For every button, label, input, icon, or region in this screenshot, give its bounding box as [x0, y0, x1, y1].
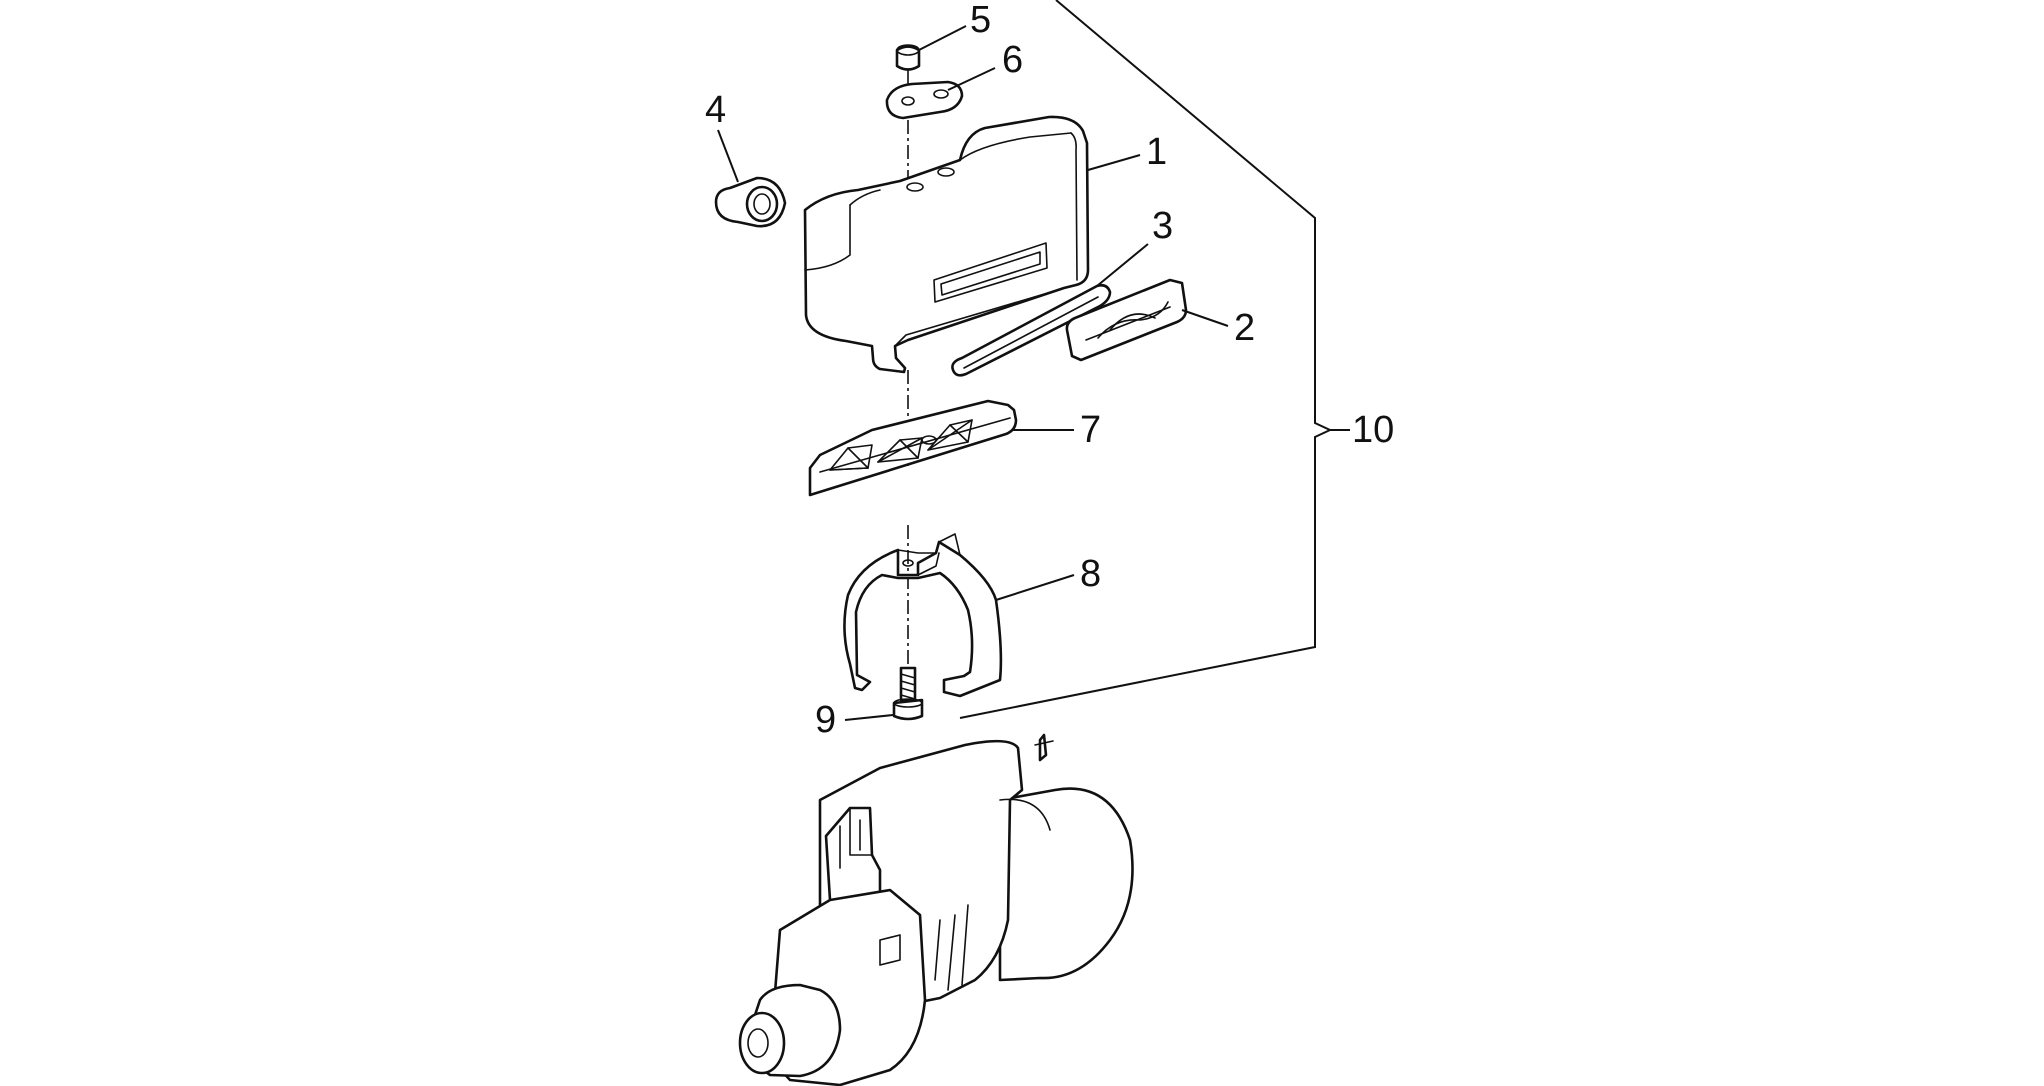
bracket-10 — [959, 0, 1333, 719]
callout-5: 5 — [970, 0, 991, 41]
leader-8 — [995, 574, 1075, 601]
part-6-washer-plate — [885, 80, 964, 120]
callout-4: 4 — [705, 89, 726, 131]
part-4-rubber-grommet — [714, 176, 787, 228]
part-2-emblem-badge — [1065, 278, 1188, 362]
callout-1: 1 — [1146, 131, 1167, 173]
part-5-cap-nut — [895, 44, 921, 71]
callout-9: 9 — [815, 699, 836, 741]
leader-1 — [1087, 154, 1141, 171]
callout-8: 8 — [1080, 553, 1101, 595]
leader-5 — [918, 25, 967, 51]
callout-3: 3 — [1152, 205, 1173, 247]
part-1-cover — [803, 115, 1090, 374]
callout-10: 10 — [1352, 409, 1394, 451]
leader-6 — [947, 67, 996, 91]
leader-4 — [717, 129, 739, 183]
leader-2 — [1181, 309, 1229, 327]
leader-9 — [844, 714, 894, 721]
leader-3 — [1096, 243, 1149, 287]
callout-6: 6 — [1002, 39, 1023, 81]
part-7-support-bracket — [808, 399, 1018, 497]
callout-7: 7 — [1080, 409, 1101, 451]
part-9-screw — [892, 666, 924, 721]
starter-motor — [738, 733, 1134, 1086]
callout-2: 2 — [1234, 307, 1255, 349]
part-8-clamp-strap — [843, 533, 1003, 698]
